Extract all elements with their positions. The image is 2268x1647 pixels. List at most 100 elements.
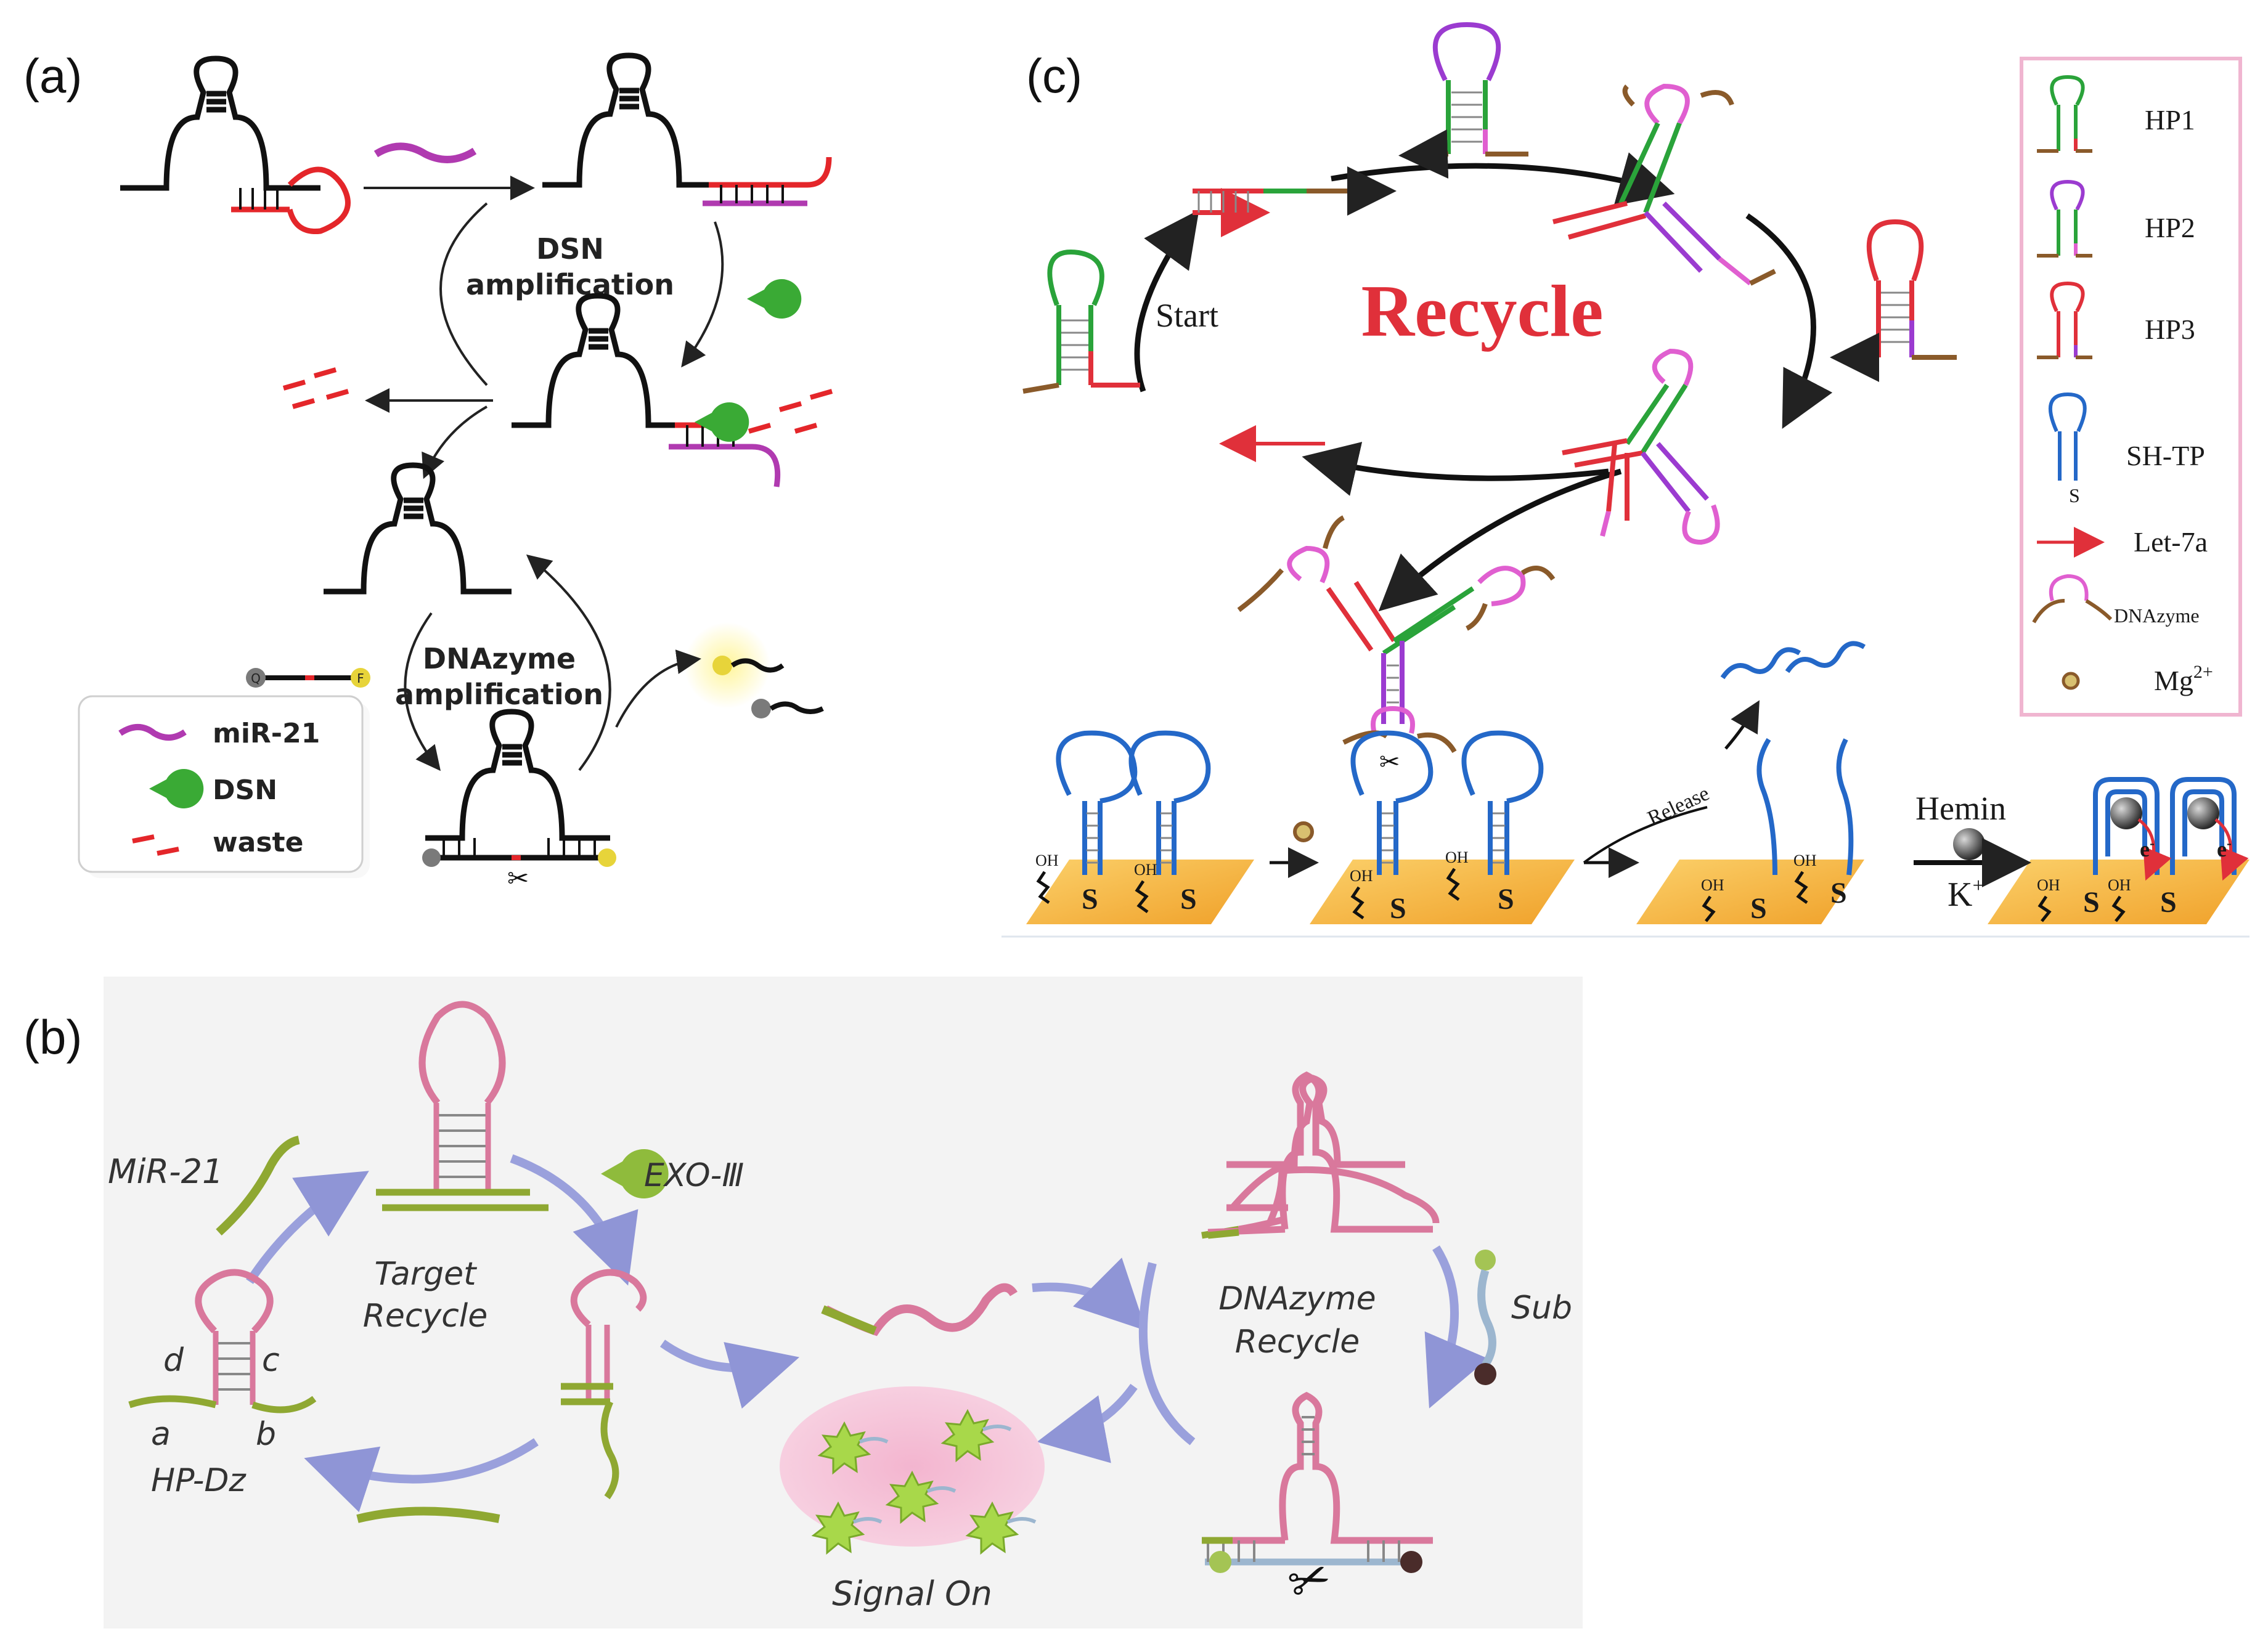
recycle-arc-top [1331, 152, 1675, 206]
dnazyme-cycle-right-arc [526, 554, 611, 771]
cleaved-fragments [852, 1425, 1037, 1524]
g-quadruplex-surface-4 [2093, 777, 2237, 875]
svg-text:S: S [1390, 892, 1406, 925]
arrow-to-signal-on [1037, 1383, 1138, 1463]
fluorescent-stars [811, 1409, 1019, 1555]
legend-mg-swatch [2062, 672, 2080, 690]
cleaved-q-fragment [751, 699, 824, 718]
electron-arrow-1 [2137, 818, 2172, 881]
kplus-label: K+ [1948, 874, 1985, 914]
hairpin-probe-1 [120, 55, 351, 235]
electron-label-1: e- [2140, 836, 2155, 861]
exo-iii-icon [601, 1149, 669, 1198]
release-arrow-line [1583, 806, 1708, 864]
arrow-to-dnazyme-strand [659, 1340, 800, 1409]
arrow-to-dnazyme [422, 405, 487, 479]
svg-text:S: S [1082, 883, 1098, 916]
waste-fragments-right [748, 389, 833, 434]
panel-a-letter: (a) [23, 49, 82, 103]
dsn-enzyme-bound-icon [695, 402, 749, 442]
legend-shtp-swatch [2048, 392, 2087, 481]
panel-c-legend: HP1 HP2 HP3 S SH-TP [2020, 57, 2242, 717]
svg-text:S: S [1750, 892, 1767, 925]
cleaved-f-fragment [712, 656, 785, 675]
sub-label: Sub [1511, 1290, 1572, 1327]
dsn-enzyme-icon [747, 279, 802, 319]
hp-dz-target-complex [376, 1001, 549, 1211]
start-label: Start [1156, 297, 1218, 334]
mirna-21-strand [373, 142, 477, 163]
legend-dnazyme-label: DNAzyme [2114, 604, 2200, 627]
mirna-21-label: MiR-21 [108, 1152, 223, 1191]
legend-waste-swatch [132, 834, 179, 856]
waste-fragments-left [282, 367, 349, 409]
hairpin-probe-complex [425, 709, 610, 861]
three-way-junction-3 [1237, 515, 1556, 754]
scissors-icon: ✂ [507, 863, 529, 893]
hairpin-hybrid [542, 52, 832, 206]
legend-hp2-label: HP2 [2145, 212, 2195, 243]
panel-c-letter: (c) [1026, 49, 1082, 103]
recycle-label: Recycle [1361, 270, 1603, 352]
panel-c: (c) Recycle Start [1001, 22, 2250, 938]
seg-c-label: c [262, 1342, 280, 1379]
legend-shtp-label: SH-TP [2126, 440, 2205, 471]
target-recycle-arrow-3 [304, 1438, 539, 1513]
scissors-icon-c: ✂ [1379, 748, 1400, 776]
three-way-junction-2 [1562, 348, 1720, 545]
surface-labels: S S S S S S S S OH OH OH OH OH OH OH OH [1035, 848, 2177, 925]
hp-dz-opened [561, 1269, 647, 1500]
svg-text:OH: OH [1445, 848, 1469, 866]
substrate-quencher [1400, 1551, 1422, 1573]
qf-probe: Q F [246, 668, 370, 688]
substrate-sub [1474, 1250, 1496, 1385]
dnazyme-cycle-left-arc [404, 612, 441, 771]
hemin-ball-2 [2187, 797, 2219, 829]
svg-text:OH: OH [1350, 867, 1373, 885]
recycle-arc-bottom [1302, 442, 1609, 496]
hemin-label: Hemin [1915, 790, 2006, 827]
svg-text:S: S [2160, 886, 2177, 919]
hp1-hairpin [1022, 250, 1140, 394]
legend-mg-label: Mg2+ [2154, 662, 2213, 696]
released-waves [1720, 641, 1866, 680]
oh-linkers [1036, 868, 2126, 922]
svg-text:OH: OH [1134, 861, 1157, 879]
svg-text:S: S [1180, 883, 1197, 916]
exo-iii-label: EXO-Ⅲ [644, 1157, 744, 1194]
svg-text:Q: Q [251, 671, 261, 686]
svg-text:OH: OH [2108, 876, 2131, 894]
legend-mirna-label: miR-21 [213, 718, 320, 749]
dnazyme-recycle-arrow-left [1138, 1262, 1196, 1446]
legend-dnazyme-swatch [2032, 574, 2113, 624]
legend-dsn-label: DSN [213, 775, 277, 806]
svg-text:OH: OH [1701, 876, 1724, 894]
svg-text:OH: OH [2037, 876, 2060, 894]
legend-dsn-icon [149, 769, 204, 808]
svg-text:S: S [2083, 886, 2100, 919]
release-label: Release [1644, 782, 1713, 830]
release-up-arrow [1724, 700, 1760, 750]
panel-b-letter: (b) [23, 1010, 82, 1064]
sh-tp-hairpins-surface-2 [1350, 730, 1544, 875]
hairpin-after-dsn [512, 293, 781, 487]
legend-let7a-label: Let-7a [2134, 526, 2208, 558]
dnazyme-recycle-arrow-right [1424, 1245, 1488, 1409]
legend-hp1-swatch [2037, 75, 2092, 153]
seg-d-label: d [163, 1342, 184, 1379]
arrow-into-dnazyme-recycle [1032, 1258, 1146, 1331]
seg-b-label: b [256, 1416, 276, 1453]
hp1-let7a-duplex [1193, 166, 1397, 237]
substrate-fluorophore [1209, 1551, 1231, 1573]
svg-text:S: S [1830, 877, 1847, 909]
svg-text:OH: OH [1035, 852, 1059, 869]
dsn-cycle-right-arc [681, 221, 724, 368]
arrow-to-signal [615, 649, 701, 728]
legend-hp1-label: HP1 [2145, 104, 2195, 136]
hp-dz-hairpin [128, 1269, 317, 1413]
electron-arrow-2 [2214, 818, 2249, 881]
dsn-cycle-left-arc [439, 202, 488, 386]
released-target-strand [356, 1507, 500, 1523]
